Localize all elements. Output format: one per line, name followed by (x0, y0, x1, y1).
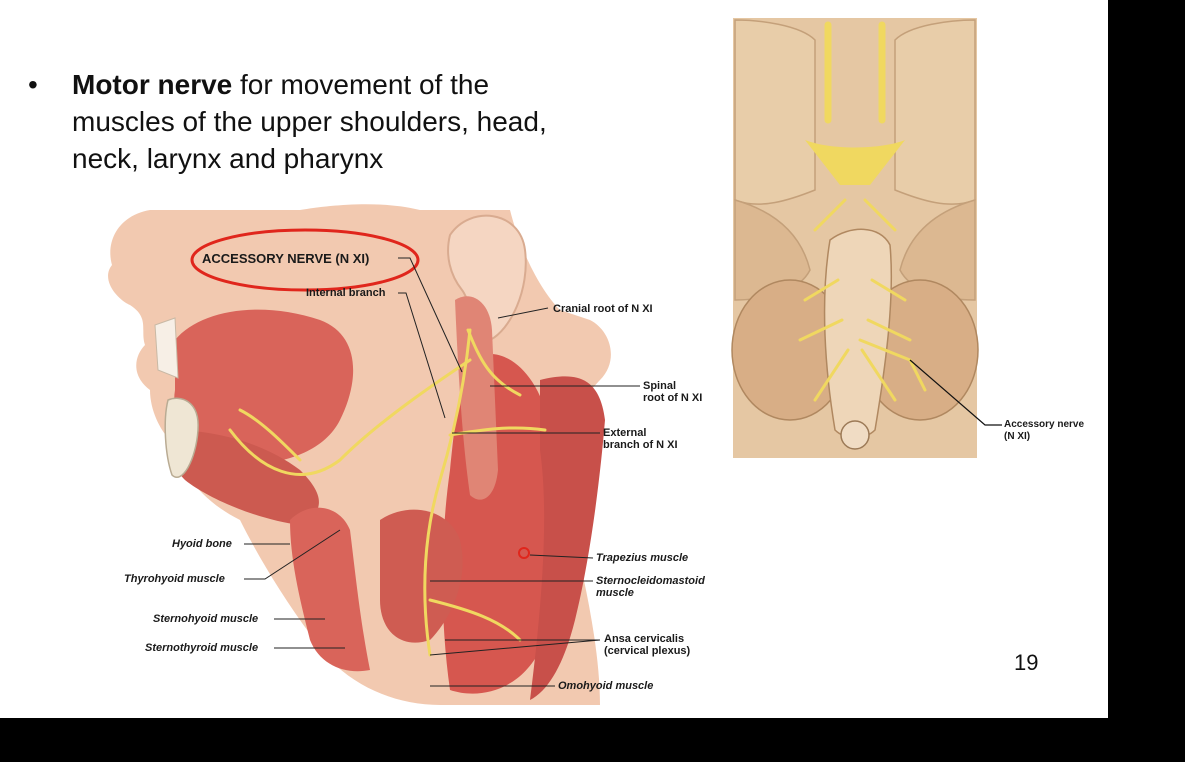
label-external-branch-2: branch of N XI (603, 439, 678, 451)
label-internal-branch: Internal branch (306, 287, 386, 299)
leader-lines (244, 257, 640, 687)
nerve-branches (228, 328, 547, 657)
tongue-muscle (174, 309, 354, 464)
right-temporal-lobe (899, 199, 976, 301)
brainstem (823, 228, 893, 439)
accessory-nerve-leader (909, 359, 1002, 426)
letterbox-right (1108, 0, 1185, 718)
spinal-cord-section (840, 420, 870, 450)
bullet-bold-text: Motor nerve (72, 69, 233, 100)
page-number: 19 (1014, 650, 1039, 675)
bullet-marker: • (28, 69, 38, 100)
trapezius-marker (518, 547, 530, 559)
olfactory-tracts (824, 21, 886, 124)
label-spinal-root-2: root of N XI (643, 392, 703, 404)
brain-background (733, 18, 977, 458)
ear (447, 214, 527, 342)
label-thyrohyoid: Thyrohyoid muscle (124, 573, 225, 585)
label-ansa-cervicalis-1: Ansa cervicalis (604, 633, 685, 645)
cervical-spine-muscles (455, 296, 498, 500)
label-omohyoid: Omohyoid muscle (558, 680, 654, 692)
label-trapezius: Trapezius muscle (596, 552, 689, 564)
label-accessory-nerve-brain-2: (N XI) (1004, 431, 1031, 442)
label-cranial-root: Cranial root of N XI (553, 303, 653, 315)
right-frontal-lobe (894, 19, 976, 205)
cranial-nerves (798, 198, 927, 402)
label-accessory-nerve: ACCESSORY NERVE (N XI) (202, 251, 370, 266)
label-sternocleidomastoid-1: Sternocleidomastoid (596, 575, 705, 587)
bullet-text: Motor nerve for movement of the muscles … (72, 66, 592, 177)
label-sternocleidomastoid-2: muscle (596, 587, 634, 599)
label-sternothyroid: Sternothyroid muscle (145, 642, 259, 654)
left-temporal-lobe (734, 199, 811, 301)
bullet-rest-text: for movement of the muscles of the upper… (72, 69, 547, 174)
label-hyoid-bone: Hyoid bone (172, 538, 232, 550)
omohyoid-muscle-shape (380, 509, 463, 643)
label-accessory-nerve-brain-1: Accessory nerve (1004, 419, 1085, 430)
left-cerebellum (731, 279, 849, 421)
accessory-nerve-highlight (190, 228, 420, 292)
upper-lip (154, 317, 179, 379)
strap-muscles (290, 507, 370, 672)
label-spinal-root-1: Spinal (643, 380, 677, 392)
label-ansa-cervicalis-2: (cervical plexus) (604, 645, 691, 657)
optic-chiasm (805, 140, 905, 185)
left-frontal-lobe (734, 19, 816, 205)
letterbox-bottom (0, 718, 1185, 762)
trapezius-muscle-shape (530, 376, 605, 700)
label-sternohyoid: Sternohyoid muscle (153, 613, 259, 625)
neck-anatomy-illustration (108, 204, 640, 705)
mandible-bone (164, 397, 199, 478)
slide: • Motor nerve for movement of the muscle… (0, 0, 1108, 718)
mandible-muscle (168, 430, 319, 525)
right-cerebellum (861, 279, 979, 421)
label-external-branch-1: External (603, 427, 647, 439)
